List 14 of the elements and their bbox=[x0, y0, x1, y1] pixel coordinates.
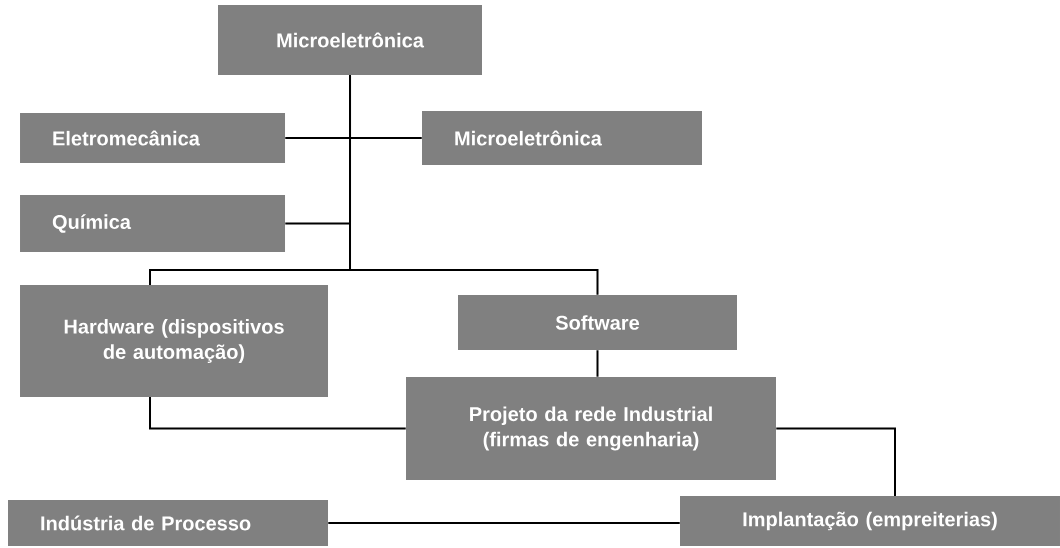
connector-line bbox=[775, 427, 896, 497]
connector-line bbox=[349, 74, 599, 296]
process-box: Indústria de Processo bbox=[8, 500, 328, 546]
connector-line bbox=[596, 349, 599, 378]
connector-line bbox=[327, 522, 681, 524]
process-box: Microeletrônica bbox=[218, 5, 482, 75]
process-box: Software bbox=[458, 295, 737, 350]
connector-line bbox=[149, 396, 407, 430]
process-box: Hardware (dispositivos de automação) bbox=[20, 285, 328, 397]
process-box: Eletromecânica bbox=[20, 113, 285, 163]
process-box: Química bbox=[20, 195, 285, 252]
process-box: Microeletrônica bbox=[422, 111, 702, 165]
process-box: Projeto da rede Industrial (firmas de engenharia) bbox=[406, 377, 776, 480]
process-box: Implantação (empreiterias) bbox=[680, 496, 1060, 546]
